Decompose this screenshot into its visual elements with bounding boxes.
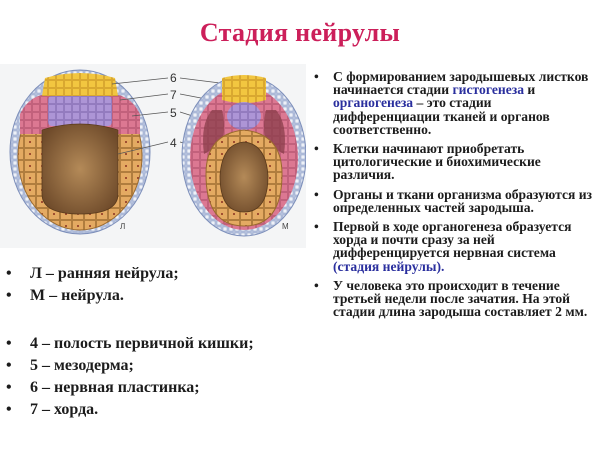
description-list: • С формированием зародышевых листков на… <box>310 70 598 324</box>
list-item: •6 – нервная пластинка; <box>0 377 310 399</box>
figure-legend-labels: •4 – полость первичной кишки; •5 – мезод… <box>0 333 310 421</box>
list-item: • Первой в ходе органогенеза образуется … <box>314 219 572 274</box>
bullet-icon: • <box>6 335 12 352</box>
bullet-icon: • <box>314 69 319 84</box>
list-item: •Л – ранняя нейрула; <box>0 263 310 285</box>
bullet-icon: • <box>6 357 12 374</box>
label-4: 4 <box>170 136 177 150</box>
list-item: • Клетки начинают приобретать цитологиче… <box>314 141 541 183</box>
neurula-diagram: Л 6 7 5 4 М <box>0 64 306 248</box>
list-item: • У человека это происходит в течение тр… <box>314 277 588 320</box>
highlight-term: (стадия нейрулы). <box>333 258 445 274</box>
label-6: 6 <box>170 71 177 85</box>
neurula-letter: М <box>282 222 289 231</box>
highlight-term: гистогенеза <box>452 82 525 98</box>
bullet-icon: • <box>6 265 12 282</box>
list-item: • Органы и ткани организма образуются из… <box>314 186 593 215</box>
label-5: 5 <box>170 106 177 120</box>
label-7: 7 <box>170 88 177 102</box>
highlight-term: органогенеза <box>333 95 414 111</box>
list-item: • С формированием зародышевых листков на… <box>314 69 589 137</box>
page-title: Стадия нейрулы <box>199 18 401 47</box>
list-item: •7 – хорда. <box>0 399 310 421</box>
list-item: •4 – полость первичной кишки; <box>0 333 310 355</box>
bullet-icon: • <box>6 379 12 396</box>
early-neurula-figure: Л <box>9 69 151 235</box>
bullet-icon: • <box>6 401 12 418</box>
bullet-icon: • <box>314 219 319 235</box>
neurula-figure: М <box>181 75 306 237</box>
bullet-icon: • <box>314 186 319 202</box>
early-neurula-letter: Л <box>120 222 125 231</box>
list-item: •5 – мезодерма; <box>0 355 310 377</box>
figure-legend-stages: •Л – ранняя нейрула; •М – нейрула. <box>0 263 310 307</box>
bullet-icon: • <box>314 277 319 293</box>
bullet-icon: • <box>6 287 12 304</box>
bullet-icon: • <box>314 141 319 157</box>
list-item: •М – нейрула. <box>0 285 310 307</box>
